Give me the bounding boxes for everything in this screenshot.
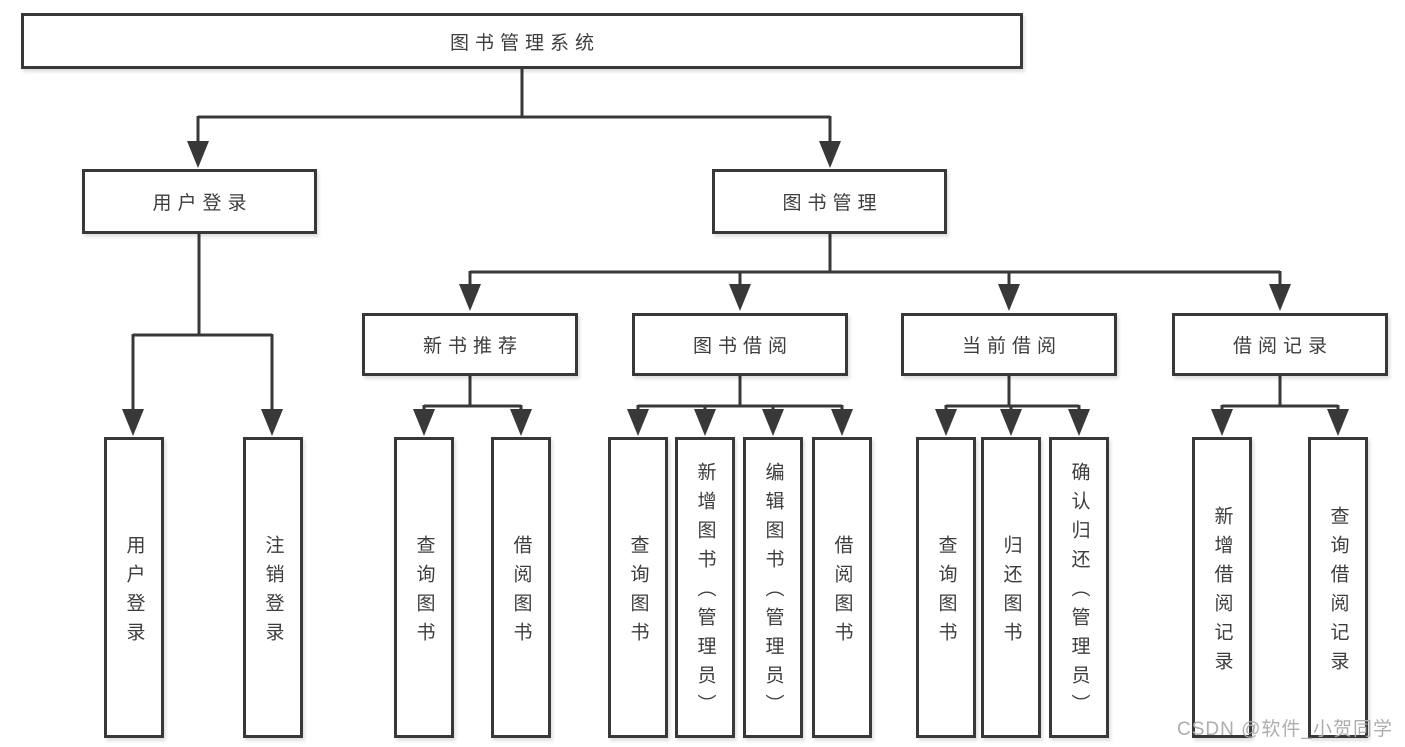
node-root-system-label: 图书管理系统: [449, 32, 600, 54]
node-user-login: 用户登录: [82, 169, 317, 234]
node-book-management: 图书管理: [712, 169, 947, 234]
leaf-borrow-books-recommend-label: 借阅图书: [510, 534, 532, 651]
leaf-logout-label: 注销登录: [262, 534, 284, 651]
leaf-borrow-books-recommend: 借阅图书: [491, 437, 551, 738]
leaf-add-books-admin-label: 新增图书（管理员）: [694, 462, 716, 723]
node-book-management-label: 图书管理: [782, 193, 883, 214]
csdn-watermark: CSDN @软件_小贺同学: [1177, 719, 1393, 740]
leaf-logout: 注销登录: [243, 437, 303, 738]
leaf-borrow-books-label: 借阅图书: [831, 534, 853, 651]
leaf-user-login-label: 用户登录: [123, 534, 145, 651]
node-borrowing-records: 借阅记录: [1172, 313, 1388, 376]
leaf-query-books-recommend-label: 查询图书: [413, 534, 435, 651]
node-user-login-label: 用户登录: [152, 193, 253, 214]
leaf-query-books-borrowing: 查询图书: [608, 437, 668, 738]
leaf-return-books: 归还图书: [981, 437, 1041, 738]
leaf-user-login: 用户登录: [104, 437, 164, 738]
leaf-query-books-borrowing-label: 查询图书: [627, 534, 649, 651]
leaf-query-books-recommend: 查询图书: [394, 437, 454, 738]
leaf-add-borrow-record-label: 新增借阅记录: [1211, 505, 1233, 680]
node-new-book-recommend: 新书推荐: [362, 313, 578, 376]
leaf-add-borrow-record: 新增借阅记录: [1192, 437, 1252, 738]
node-current-borrowing-label: 当前借阅: [961, 336, 1062, 357]
leaf-query-borrow-record-label: 查询借阅记录: [1327, 505, 1349, 680]
leaf-add-books-admin: 新增图书（管理员）: [675, 437, 735, 738]
leaf-edit-books-admin-label: 编辑图书（管理员）: [762, 462, 784, 723]
leaf-return-books-label: 归还图书: [1000, 534, 1022, 651]
leaf-edit-books-admin: 编辑图书（管理员）: [743, 437, 803, 738]
node-borrowing-records-label: 借阅记录: [1232, 336, 1333, 357]
node-book-borrowing: 图书借阅: [632, 313, 848, 376]
leaf-query-books-current: 查询图书: [916, 437, 976, 738]
leaf-borrow-books: 借阅图书: [812, 437, 872, 738]
node-current-borrowing: 当前借阅: [901, 313, 1117, 376]
node-new-book-recommend-label: 新书推荐: [422, 336, 523, 357]
node-root-system: 图书管理系统: [21, 13, 1023, 69]
leaf-query-books-current-label: 查询图书: [935, 534, 957, 651]
node-book-borrowing-label: 图书借阅: [692, 336, 793, 357]
leaf-confirm-return-admin-label: 确认归还（管理员）: [1068, 462, 1090, 723]
leaf-query-borrow-record: 查询借阅记录: [1308, 437, 1368, 738]
leaf-confirm-return-admin: 确认归还（管理员）: [1049, 437, 1109, 738]
